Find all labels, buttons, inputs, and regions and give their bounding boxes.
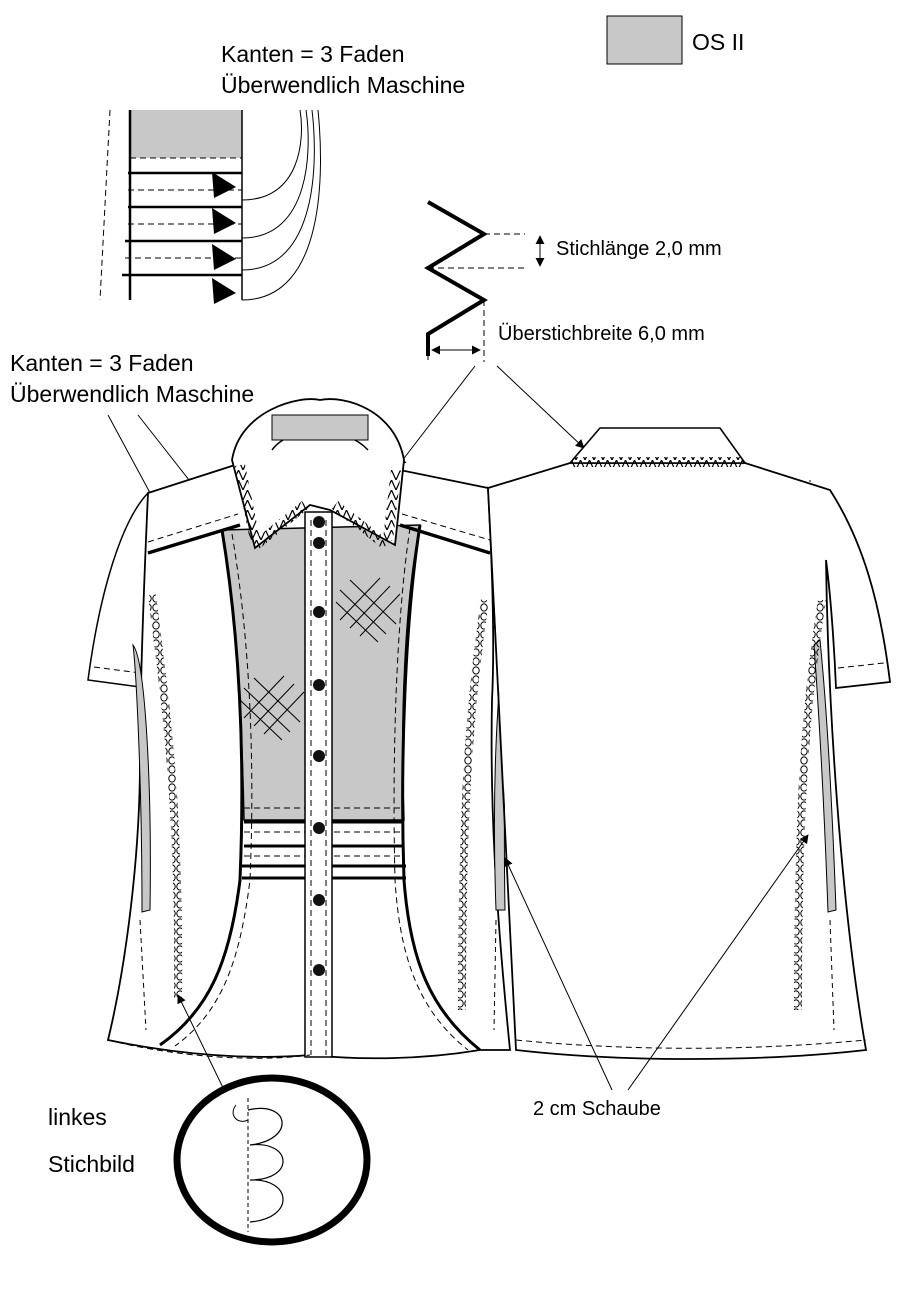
pleat-label: 2 cm Schaube	[533, 1098, 661, 1120]
overlock-note-top-line1: Kanten = 3 Faden	[221, 41, 405, 67]
detail-callout-line2: Stichbild	[48, 1151, 135, 1177]
stitch-detail-circle	[173, 1074, 371, 1246]
zigzag-stitch-spec	[424, 200, 545, 362]
detail-callout-line1: linkes	[48, 1104, 107, 1130]
overlock-note-left-line1: Kanten = 3 Faden	[10, 350, 194, 376]
stitch-width-label: Überstichbreite 6,0 mm	[498, 323, 705, 345]
pointer-pleat-front	[504, 857, 613, 1091]
overlock-edge-detail	[99, 109, 322, 304]
back-blouse	[487, 427, 892, 1060]
legend-label: OS II	[692, 29, 744, 55]
legend-swatch	[606, 15, 683, 65]
stitch-length-label: Stichlänge 2,0 mm	[556, 238, 722, 260]
placket-buttons	[313, 516, 325, 976]
pointer-front-collar	[397, 365, 476, 467]
pointer-back-collar	[496, 365, 585, 449]
overlock-note-top-line2: Überwendlich Maschine	[221, 72, 465, 98]
pointer-pleat-back	[627, 834, 809, 1091]
overlock-note-left-line2: Überwendlich Maschine	[10, 381, 254, 407]
pointer-stitch-detail	[177, 994, 229, 1099]
front-blouse	[87, 398, 553, 1060]
